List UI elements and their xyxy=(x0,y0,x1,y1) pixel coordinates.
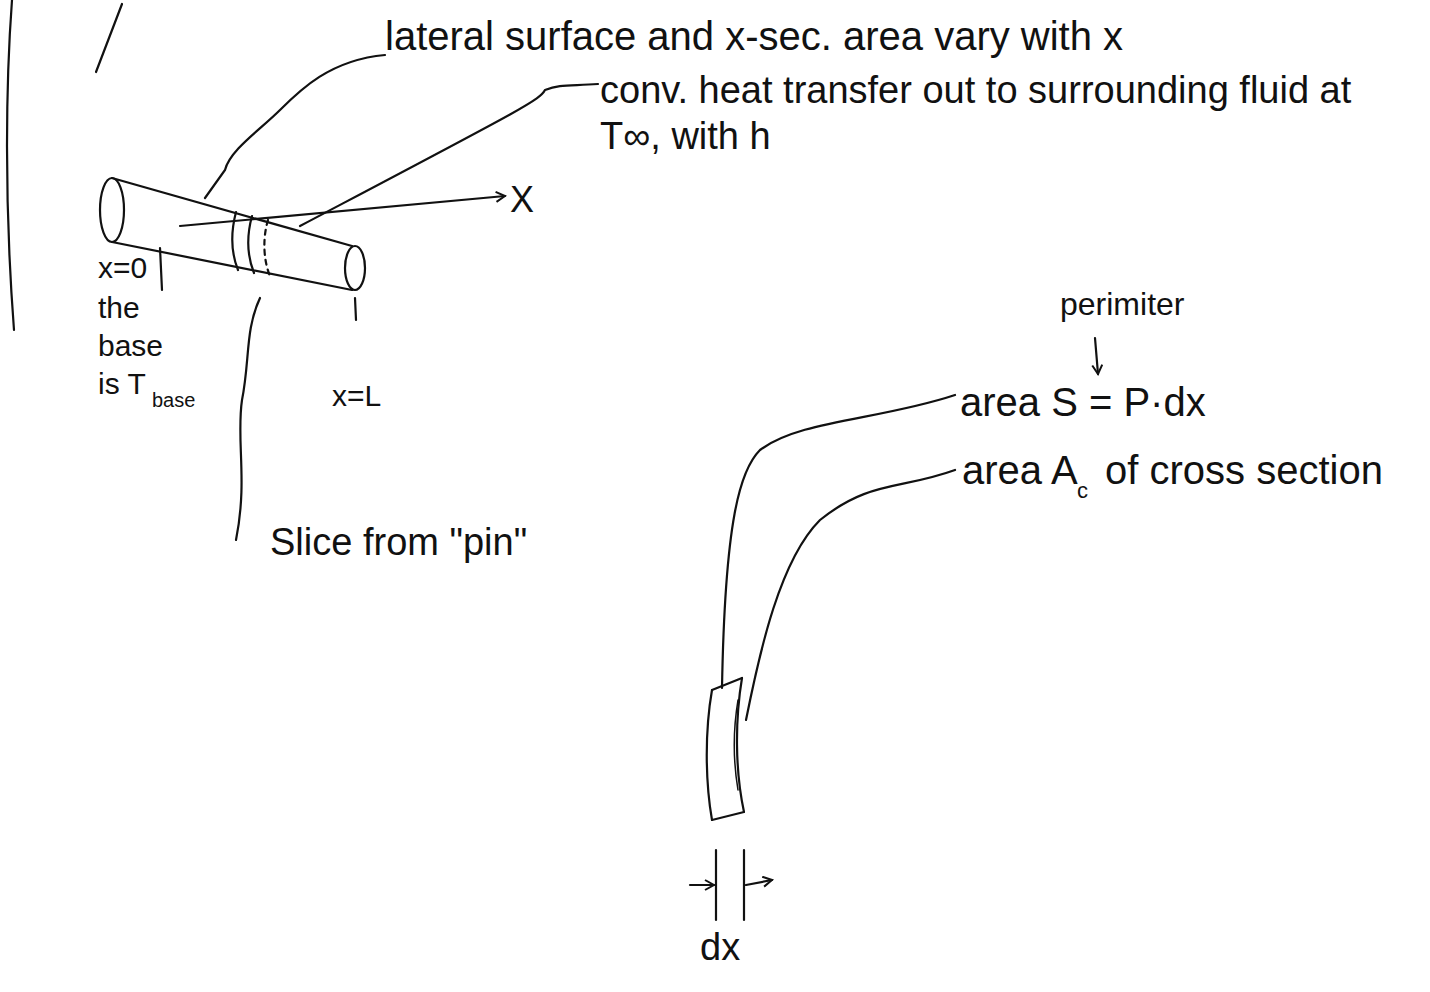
position-label: x=0 xyxy=(98,250,147,286)
disc-top xyxy=(712,678,742,690)
wall-line xyxy=(7,0,14,330)
subscript-label: c xyxy=(1077,478,1088,504)
wall-edge xyxy=(96,4,122,72)
dx-tick xyxy=(743,850,745,920)
leader-arrow xyxy=(1095,338,1098,374)
base-tick xyxy=(160,248,162,290)
slice-line xyxy=(248,216,254,273)
note-label: the xyxy=(98,290,140,326)
slice-hidden xyxy=(264,220,270,276)
formula-label: area S = P·dx xyxy=(960,378,1206,426)
note-label: of cross section xyxy=(1105,446,1383,494)
dx-arrow xyxy=(690,884,714,886)
leader-line xyxy=(205,55,385,198)
dx-tick xyxy=(715,850,717,920)
subscript-label: base xyxy=(152,388,195,412)
position-label: x=L xyxy=(332,378,381,414)
note-label: Slice from "pin" xyxy=(270,520,527,566)
dimension-label: dx xyxy=(700,925,740,971)
disc-left xyxy=(707,690,712,820)
disc-right xyxy=(737,678,744,812)
note-label: lateral surface and x-sec. area vary wit… xyxy=(385,12,1123,60)
x-axis-arrow xyxy=(180,196,505,226)
leader-line xyxy=(722,395,955,688)
disc-bottom xyxy=(712,812,744,820)
fin-tip-ellipse xyxy=(345,246,365,290)
note-label: base xyxy=(98,328,163,364)
leader-line xyxy=(746,470,955,720)
fin-base-ellipse xyxy=(100,178,124,242)
axis-label: X xyxy=(510,178,534,221)
disc-face xyxy=(734,700,738,790)
leader-line xyxy=(236,298,260,540)
leader-line xyxy=(300,84,598,226)
note-label: area A xyxy=(962,446,1078,494)
dx-arrow xyxy=(746,880,772,885)
tip-tick xyxy=(355,298,356,320)
note-label: perimiter xyxy=(1060,285,1184,323)
note-label: conv. heat transfer out to surrounding f… xyxy=(600,68,1420,159)
note-label: is T xyxy=(98,366,146,402)
